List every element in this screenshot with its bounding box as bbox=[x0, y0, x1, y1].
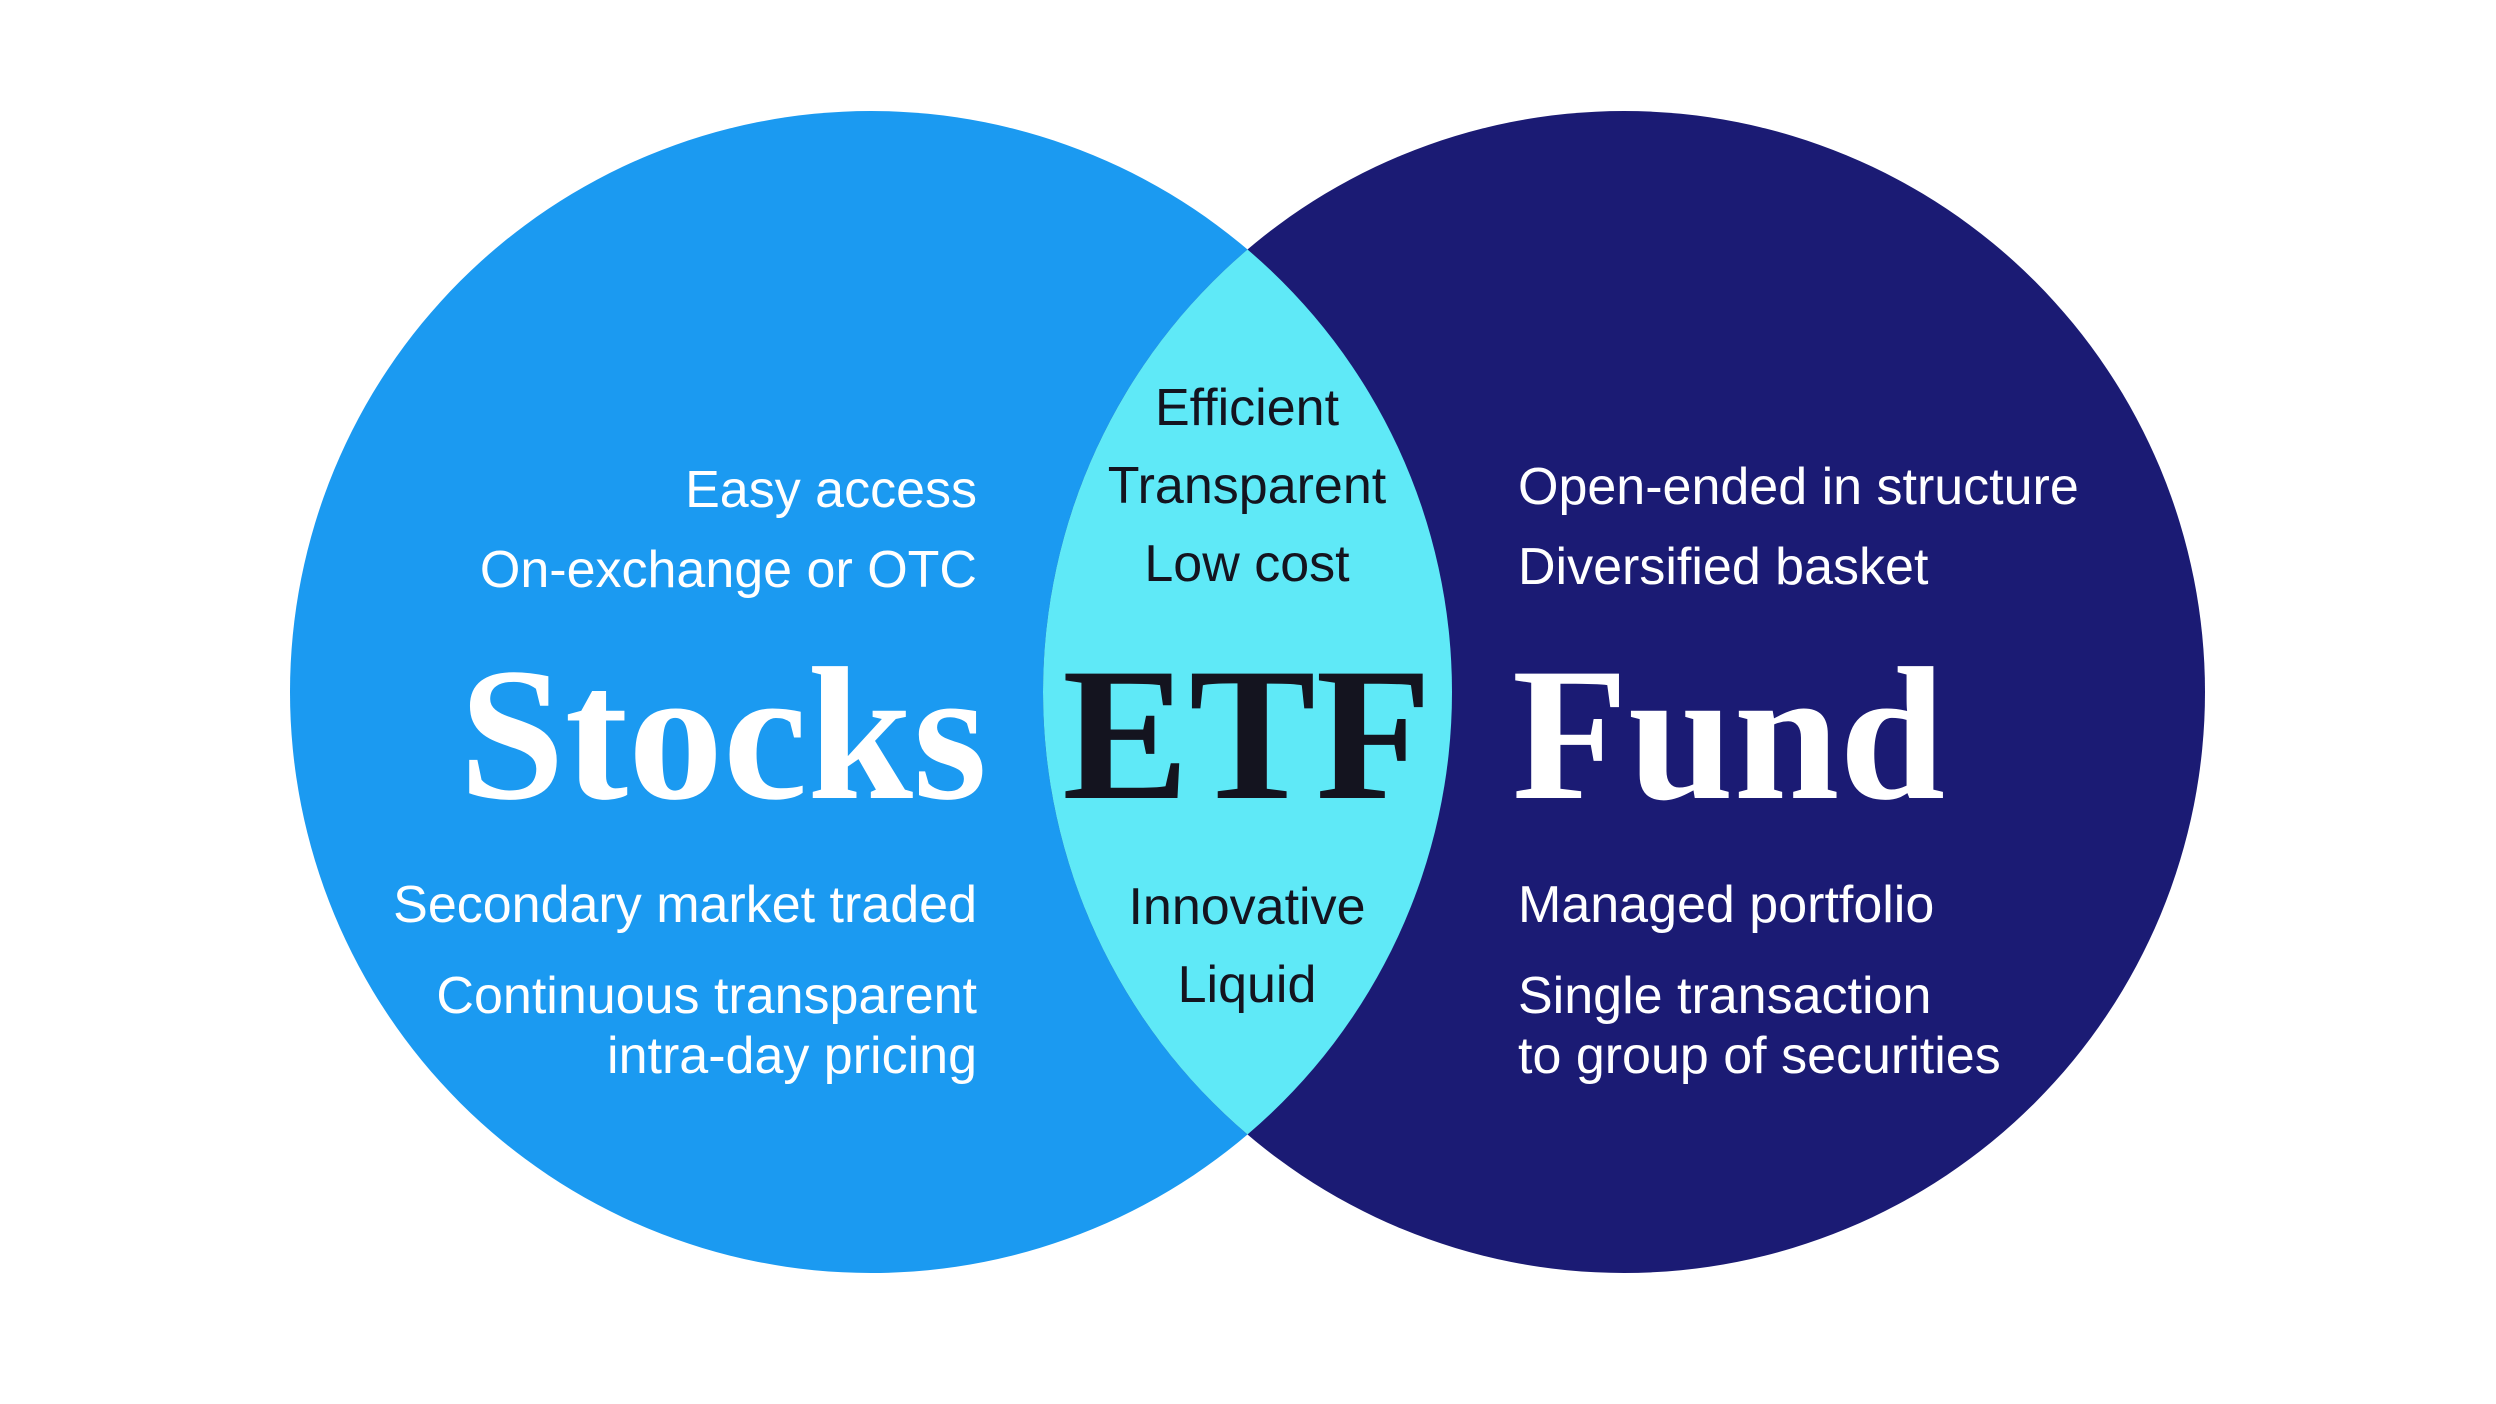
list-item: Low cost bbox=[1144, 535, 1350, 593]
fund-top-list: Open-ended in structure Diversified bask… bbox=[1518, 457, 2079, 597]
list-item: Single transaction bbox=[1518, 967, 1932, 1025]
list-item: Diversified basket bbox=[1518, 538, 1929, 596]
list-item: Transparent bbox=[1107, 457, 1387, 515]
fund-bottom-list: Managed portfolio Single transaction to … bbox=[1518, 875, 2001, 1086]
list-item: Easy access bbox=[685, 461, 977, 519]
etf-lens bbox=[1043, 249, 1452, 1135]
list-item: to group of securities bbox=[1518, 1027, 2001, 1085]
list-item: Secondary market traded bbox=[393, 876, 977, 934]
etf-top-list: Efficient Transparent Low cost bbox=[1108, 369, 1386, 603]
etf-title: ETF bbox=[1062, 630, 1432, 840]
list-item: Innovative bbox=[1128, 878, 1366, 936]
stocks-top-list: Easy access On-exchange or OTC bbox=[480, 460, 977, 600]
list-item: Managed portfolio bbox=[1518, 876, 1935, 934]
list-item: Open-ended in structure bbox=[1518, 458, 2079, 516]
fund-title: Fund bbox=[1512, 630, 1946, 840]
list-item: Continuous transparent bbox=[436, 967, 977, 1025]
list-item: Liquid bbox=[1177, 956, 1317, 1014]
stocks-title: Stocks bbox=[459, 630, 987, 840]
list-item: On-exchange or OTC bbox=[479, 541, 977, 599]
stocks-bottom-list: Secondary market traded Continuous trans… bbox=[393, 875, 977, 1086]
list-item: intra-day pricing bbox=[607, 1027, 977, 1085]
etf-bottom-list: Innovative Liquid bbox=[1128, 868, 1365, 1024]
list-item: Efficient bbox=[1154, 379, 1340, 437]
